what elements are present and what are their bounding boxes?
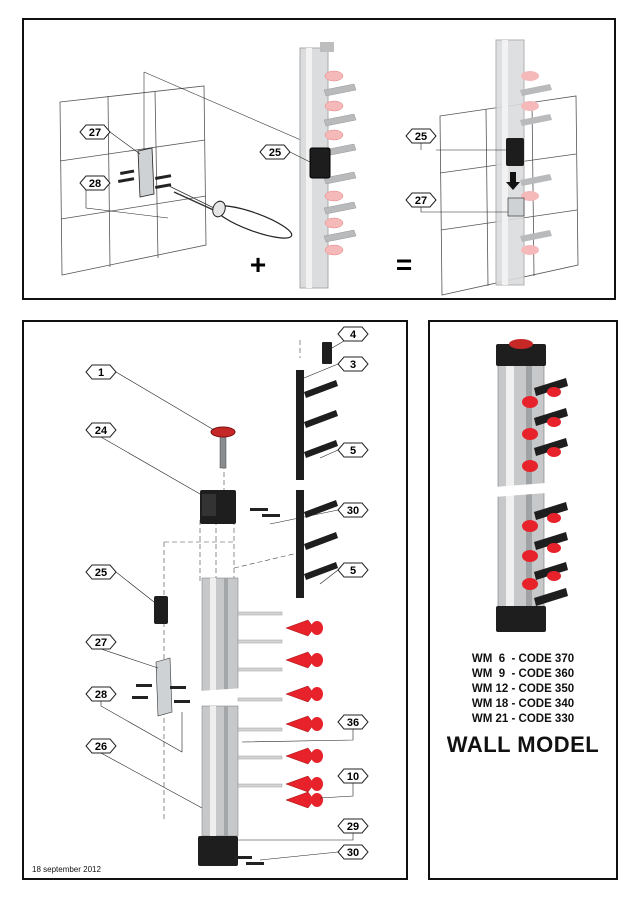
red-pegs [237, 611, 323, 809]
callout-3: 3 [303, 356, 369, 379]
svg-text:27: 27 [95, 637, 107, 649]
svg-text:25: 25 [269, 147, 281, 159]
callout-4: 4 [331, 326, 369, 349]
svg-text:27: 27 [89, 127, 101, 139]
svg-text:30: 30 [347, 847, 359, 859]
wall-grid-left [59, 85, 207, 276]
profile-column [184, 577, 244, 837]
svg-text:10: 10 [347, 771, 359, 783]
model-panel: WM 6 - CODE 370 WM 9 - CODE 360 WM 12 - … [428, 320, 618, 880]
callout-25-top: 25 [259, 144, 311, 163]
svg-text:29: 29 [347, 821, 359, 833]
svg-text:36: 36 [347, 717, 359, 729]
callout-25: 25 [85, 564, 155, 603]
svg-text:5: 5 [350, 565, 356, 577]
bracket-plate [137, 147, 155, 198]
knob [210, 426, 236, 469]
top-cap-screws [250, 508, 280, 517]
mount-block [154, 596, 168, 624]
model-code: WM 21 - CODE 330 [471, 713, 575, 725]
callout-29: 29 [238, 818, 369, 841]
arm-rails [296, 342, 338, 598]
svg-text:24: 24 [95, 425, 108, 437]
model-code: WM 12 - CODE 350 [471, 683, 575, 695]
svg-text:4: 4 [350, 329, 357, 341]
callout-24: 24 [85, 422, 201, 495]
screwdriver [168, 185, 293, 239]
model-title: WALL MODEL [446, 732, 600, 757]
equals-sign: = [396, 249, 412, 280]
callout-36: 36 [241, 714, 369, 743]
svg-text:26: 26 [95, 741, 107, 753]
callout-30-upper: 30 [269, 502, 369, 525]
rack-right [495, 39, 552, 286]
svg-text:27: 27 [415, 195, 427, 207]
svg-text:28: 28 [89, 178, 101, 190]
svg-text:3: 3 [350, 359, 356, 371]
installation-illustration: 27 28 25 [59, 39, 579, 296]
callout-5-upper: 5 [319, 442, 369, 459]
callout-10: 10 [319, 768, 369, 799]
document-date: 18 september 2012 [32, 865, 101, 874]
exploded-view-panel: 1 24 25 27 28 [22, 320, 408, 880]
model-code: WM 6 - CODE 370 [471, 653, 575, 665]
rack-center [299, 42, 357, 289]
plus-sign: + [250, 249, 266, 280]
top-cap [200, 490, 236, 524]
svg-text:5: 5 [350, 445, 356, 457]
screws [118, 169, 172, 189]
svg-text:30: 30 [347, 505, 359, 517]
model-code-list: WM 6 - CODE 370 WM 9 - CODE 360 WM 12 - … [430, 652, 616, 727]
black-arms [534, 378, 568, 606]
svg-text:28: 28 [95, 689, 107, 701]
svg-text:25: 25 [95, 567, 107, 579]
callout-5-lower: 5 [319, 562, 369, 585]
model-code: WM 18 - CODE 340 [471, 698, 575, 710]
red-pegs-side [522, 387, 561, 590]
bracket-assembly [132, 657, 190, 717]
assembled-rack-image [480, 339, 568, 632]
model-code: WM 9 - CODE 360 [471, 668, 575, 680]
bottom-screws [234, 856, 264, 865]
callout-28: 28 [85, 686, 183, 753]
svg-text:1: 1 [98, 367, 104, 379]
callout-30-lower: 30 [259, 844, 369, 861]
callout-1: 1 [85, 364, 215, 431]
callout-25-right: 25 [405, 128, 506, 151]
callout-27-right: 27 [405, 192, 508, 213]
exploded-view-diagram: 1 24 25 27 28 [85, 326, 369, 866]
callout-27-top: 27 [79, 124, 141, 155]
callout-26: 26 [85, 738, 203, 809]
callout-27: 27 [85, 634, 159, 669]
callout-28-top: 28 [79, 175, 169, 219]
bottom-cap [198, 836, 238, 866]
installation-panel: 27 28 25 [22, 18, 616, 300]
svg-text:25: 25 [415, 131, 427, 143]
